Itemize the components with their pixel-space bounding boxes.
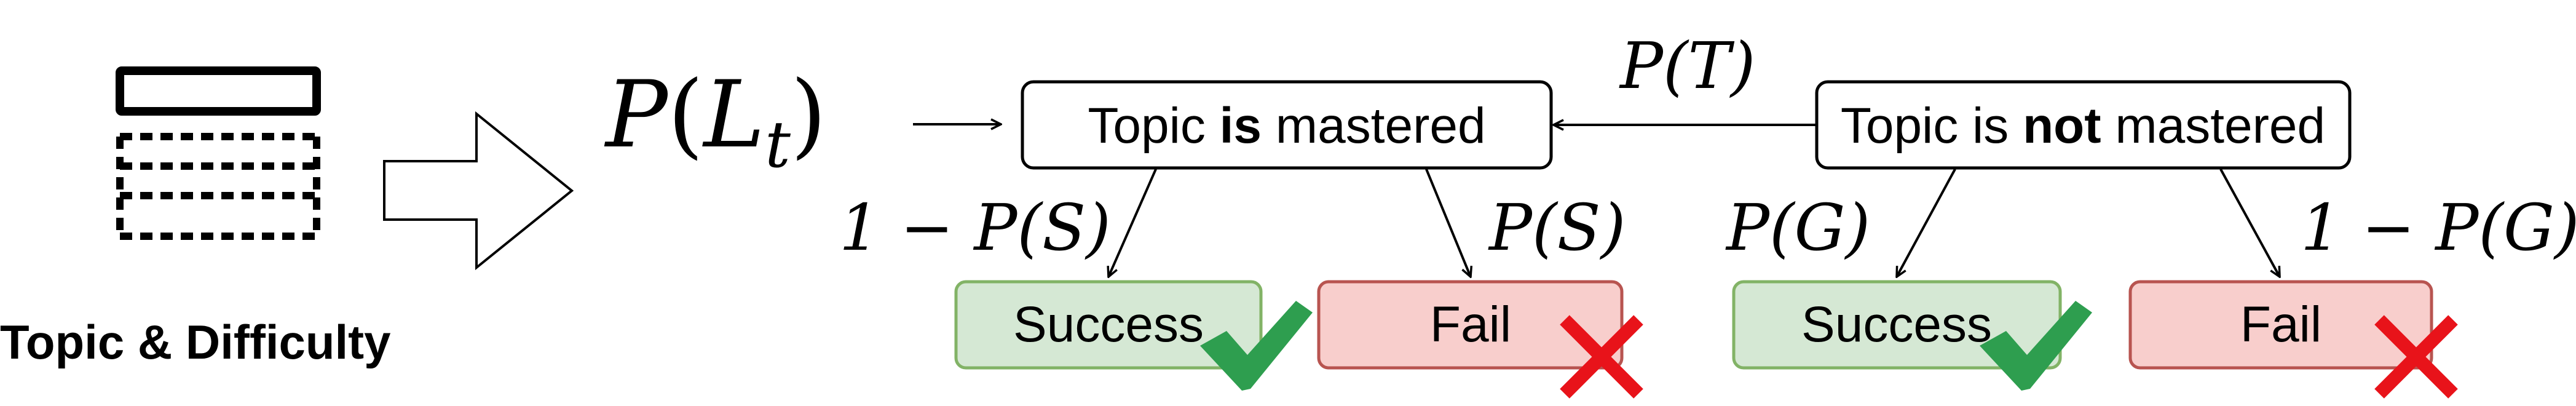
edge-not-mastered-success	[1897, 169, 1956, 277]
prior-L: L	[701, 62, 765, 169]
svg-text:Topic is not mastered: Topic is not mastered	[1841, 98, 2325, 154]
cross-icon	[1560, 315, 1643, 399]
prior-label: P(Lt)	[604, 62, 826, 182]
mastered-suffix: mastered	[1262, 98, 1486, 154]
mastered-state: Topic is mastered	[1021, 80, 1553, 170]
check-icon	[1200, 301, 1313, 391]
check-icon	[1980, 301, 2092, 391]
outcome-success-not-mastered-label: Success	[1801, 297, 1992, 352]
edge-mastered-fail	[1425, 169, 1471, 277]
table-icon	[116, 66, 321, 240]
prior-P: P	[604, 62, 670, 169]
edge-label-not-mastered-success: P(G)	[1725, 190, 1870, 265]
mastered-bold: is	[1220, 98, 1262, 154]
outcome-fail-mastered: Fail	[1317, 280, 1624, 370]
prior-subscript: t	[765, 107, 791, 182]
outcome-success-mastered: Success	[954, 280, 1263, 370]
cross-icon	[2374, 315, 2458, 399]
left-panel-caption: Topic & Difficulty	[0, 315, 391, 369]
not-mastered-state: Topic is not mastered	[1815, 80, 2352, 170]
svg-text:Topic is mastered: Topic is mastered	[1088, 98, 1485, 154]
not-mastered-prefix: Topic is	[1841, 98, 2023, 154]
not-mastered-bold: not	[2023, 98, 2101, 154]
mastered-prefix: Topic	[1088, 98, 1219, 154]
edge-label-mastered-success: 1 − P(S)	[839, 190, 1111, 265]
prior-close: )	[791, 62, 827, 169]
edge-mastered-success	[1108, 169, 1157, 277]
outcome-fail-not-mastered-label: Fail	[2240, 297, 2321, 352]
outcome-success-mastered-label: Success	[1013, 297, 1204, 352]
edge-label-mastered-fail: P(S)	[1488, 190, 1626, 265]
right-arrow-icon	[383, 111, 574, 271]
edge-not-mastered-fail	[2219, 169, 2280, 277]
outcome-fail-mastered-label: Fail	[1430, 297, 1511, 352]
outcome-fail-not-mastered: Fail	[2128, 280, 2433, 370]
prior-open: (	[668, 62, 704, 169]
not-mastered-suffix: mastered	[2101, 98, 2326, 154]
edge-label-not-mastered-fail: 1 − P(G)	[2301, 190, 2576, 265]
transition-label: P(T)	[1619, 28, 1756, 103]
outcome-success-not-mastered: Success	[1732, 280, 2062, 370]
